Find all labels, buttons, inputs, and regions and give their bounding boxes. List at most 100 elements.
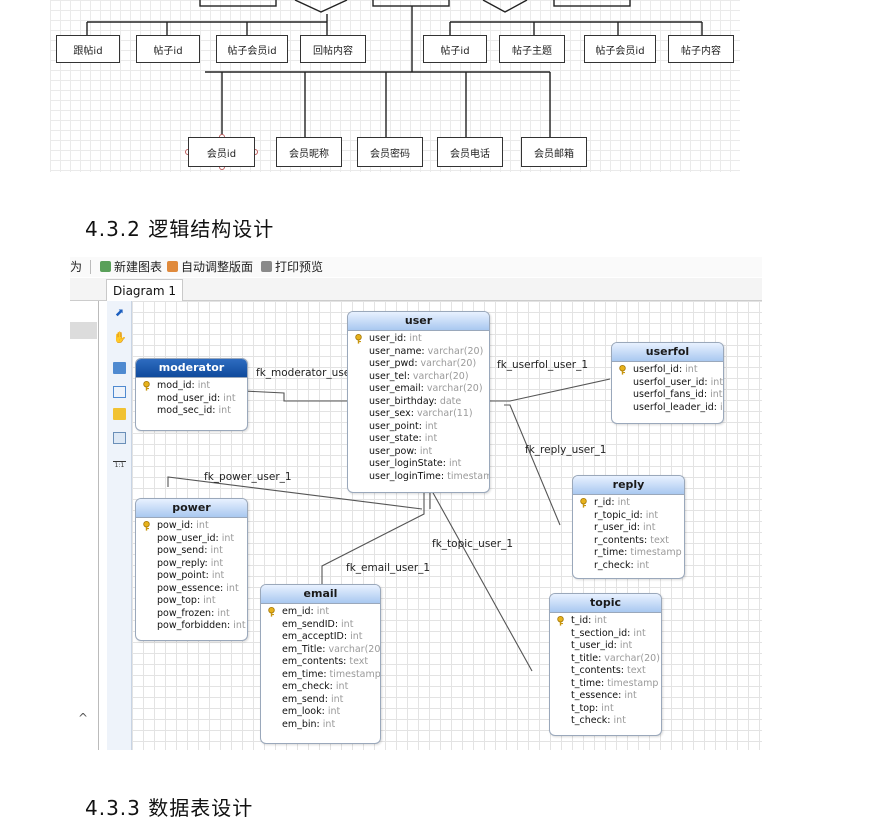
- field-type: int: [350, 631, 363, 642]
- field-type: int: [223, 392, 236, 404]
- field-row[interactable]: pow_frozen: int: [157, 607, 230, 619]
- field-row[interactable]: user_point: int: [369, 420, 438, 432]
- field-row[interactable]: t_check: int: [571, 715, 626, 726]
- field-type: int: [203, 595, 216, 606]
- field-row[interactable]: em_time: timestamp: [282, 668, 381, 680]
- field-name: t_user_id: [571, 640, 614, 651]
- field-row[interactable]: em_bin: int: [282, 718, 336, 730]
- field-row[interactable]: pow_point: int: [157, 570, 225, 581]
- field-row[interactable]: t_contents: text: [571, 665, 646, 676]
- pointer-icon[interactable]: ⬈: [114, 306, 125, 319]
- tab-diagram-1[interactable]: Diagram 1: [106, 279, 183, 301]
- field-row[interactable]: mod_user_id: int: [157, 392, 236, 404]
- field-type: int: [226, 582, 239, 594]
- field-type: varchar(20): [420, 358, 477, 369]
- field-row[interactable]: userfol_fans_id: int: [633, 389, 723, 400]
- field-name: user_point: [369, 420, 419, 432]
- field-row[interactable]: mod_sec_id: int: [157, 405, 231, 416]
- field-name: pow_point: [157, 570, 206, 581]
- field-row[interactable]: t_essence: int: [571, 690, 637, 701]
- field-row[interactable]: r_topic_id: int: [594, 509, 659, 521]
- diagram-canvas[interactable]: fk_moderator_user_1 fk_userfol_user_1 fk…: [132, 301, 762, 750]
- table-power-title: power: [136, 499, 247, 518]
- field-type: int: [419, 445, 433, 457]
- er-attr-reply-content: 回帖内容: [300, 35, 366, 63]
- field-row[interactable]: r_contents: text: [594, 534, 669, 546]
- field-row[interactable]: pow_top: int: [157, 595, 216, 606]
- field-row[interactable]: t_top: int: [571, 702, 614, 714]
- field-row[interactable]: user_state: int: [369, 433, 438, 444]
- field-name: em_check: [282, 681, 330, 692]
- field-row[interactable]: t_id: int: [550, 615, 661, 628]
- field-row[interactable]: user_id: int: [348, 333, 489, 346]
- field-name: user_pow: [369, 445, 414, 457]
- field-row[interactable]: pow_forbidden: int: [157, 620, 246, 631]
- field-type: varchar(20): [412, 370, 469, 382]
- image-icon[interactable]: [113, 432, 126, 444]
- field-row[interactable]: em_contents: text: [282, 656, 369, 667]
- field-row[interactable]: mod_id: int: [136, 380, 247, 393]
- field-row[interactable]: t_title: varchar(20): [571, 652, 660, 664]
- field-row[interactable]: r_time: timestamp: [594, 547, 682, 558]
- field-row[interactable]: em_check: int: [282, 681, 349, 692]
- primary-key-icon: [557, 616, 564, 626]
- field-row[interactable]: em_look: int: [282, 706, 341, 717]
- field-type: int: [710, 376, 724, 388]
- chevron-up-icon[interactable]: ^: [78, 711, 89, 725]
- hand-icon[interactable]: ✋: [113, 331, 127, 344]
- field-row[interactable]: user_pwd: varchar(20): [369, 358, 477, 369]
- field-row[interactable]: pow_id: int: [136, 520, 247, 533]
- field-row[interactable]: user_email: varchar(20): [369, 383, 483, 394]
- field-row[interactable]: user_name: varchar(20): [369, 345, 484, 357]
- view-icon[interactable]: [113, 386, 126, 398]
- field-row[interactable]: pow_send: int: [157, 545, 223, 556]
- field-row[interactable]: em_Title: varchar(20): [261, 644, 380, 657]
- field-row[interactable]: t_time: timestamp: [571, 677, 659, 689]
- field-row[interactable]: em_sendID: int: [282, 618, 354, 630]
- field-row[interactable]: r_user_id: int: [594, 522, 656, 533]
- field-row[interactable]: userfol_leader_id: int: [612, 402, 723, 415]
- field-row[interactable]: em_acceptID: int: [282, 631, 363, 642]
- field-type: int: [594, 615, 607, 626]
- field-name: pow_user_id: [157, 532, 216, 544]
- field-row[interactable]: userfol_id: int: [612, 364, 723, 377]
- field-row[interactable]: user_loginTime: timestamp: [348, 471, 489, 484]
- line-email-user: [321, 491, 425, 584]
- field-row[interactable]: t_user_id: int: [571, 640, 633, 651]
- field-name: em_id: [282, 606, 311, 617]
- table-icon[interactable]: [113, 362, 126, 374]
- field-row[interactable]: pow_user_id: int: [157, 532, 235, 544]
- relation-icon[interactable]: 1:1: [113, 461, 126, 469]
- print-preview-button[interactable]: 打印预览: [261, 258, 323, 275]
- field-row[interactable]: r_check: int: [594, 559, 650, 571]
- field-name: pow_send: [157, 545, 205, 556]
- field-row[interactable]: userfol_user_id: int: [633, 376, 724, 388]
- field-row[interactable]: em_id: int: [261, 606, 380, 619]
- field-row[interactable]: user_loginState: int: [369, 458, 462, 469]
- auto-layout-label: 自动调整版面: [181, 260, 254, 274]
- field-row[interactable]: em_send: int: [282, 693, 344, 705]
- auto-layout-button[interactable]: 自动调整版面: [167, 258, 253, 275]
- field-row[interactable]: r_id: int: [573, 497, 684, 510]
- field-row[interactable]: user_pow: int: [369, 445, 433, 457]
- left-panel-selected-row[interactable]: [70, 322, 97, 339]
- new-chart-button[interactable]: 新建图表: [100, 258, 162, 275]
- field-row[interactable]: user_birthday: date: [369, 395, 462, 407]
- field-row[interactable]: user_tel: varchar(20): [369, 370, 469, 382]
- field-type: int: [643, 522, 656, 533]
- note-icon[interactable]: [113, 408, 126, 420]
- field-row[interactable]: pow_reply: int: [157, 557, 224, 569]
- field-row[interactable]: t_section_id: int: [571, 627, 646, 639]
- field-row[interactable]: pow_essence: int: [157, 582, 239, 594]
- field-row[interactable]: user_sex: varchar(11): [369, 408, 473, 419]
- fk-power-label: fk_power_user_1: [204, 471, 292, 483]
- fk-moderator-label: fk_moderator_user_1: [256, 367, 367, 379]
